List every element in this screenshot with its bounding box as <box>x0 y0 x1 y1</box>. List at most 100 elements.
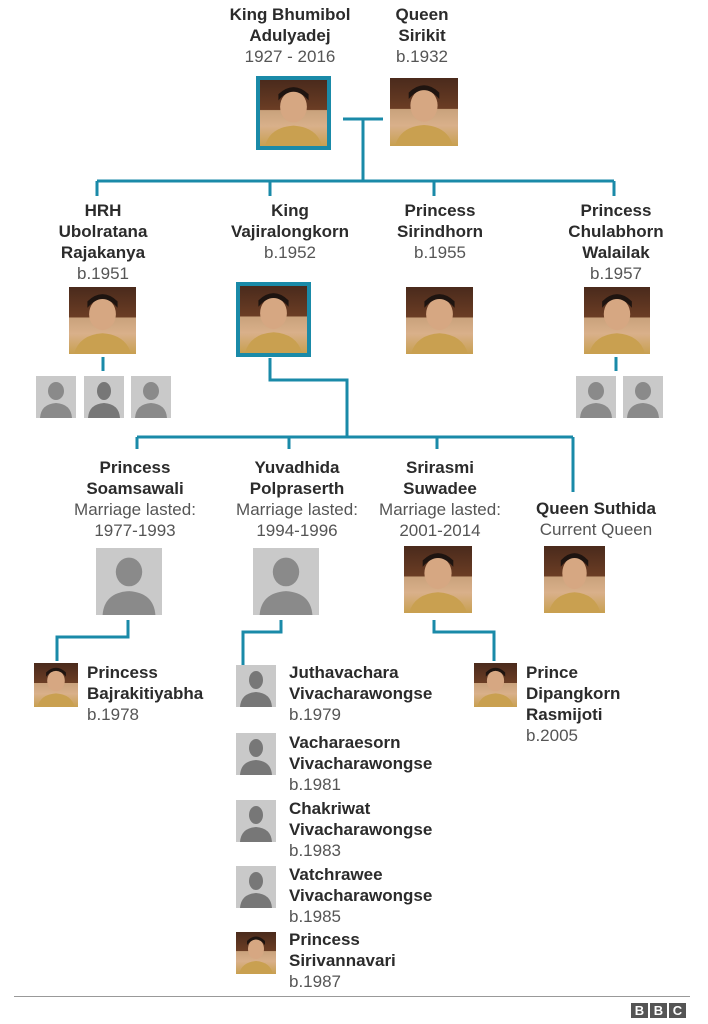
person-name: Vivacharawongse <box>289 886 433 905</box>
person-name: Vivacharawongse <box>289 684 433 703</box>
person-name: Chakriwat <box>289 799 371 818</box>
person-name: Adulyadej <box>249 26 331 45</box>
person-detail: b.1932 <box>396 47 448 66</box>
bbc-logo-letter: B <box>650 1003 667 1018</box>
person-name: Queen <box>395 5 449 24</box>
person-detail: b.1985 <box>289 907 341 926</box>
person-name: Queen Suthida <box>536 499 656 518</box>
connector-line <box>432 620 496 661</box>
person-name: King <box>271 201 309 220</box>
footer-divider <box>14 996 690 997</box>
connector-line <box>55 620 130 661</box>
person-name: Prince <box>526 663 578 682</box>
person-name: Suwadee <box>403 479 477 498</box>
person-name: Rasmijoti <box>526 705 603 724</box>
person-name: Princess <box>580 201 652 220</box>
silhouette-icon <box>253 548 319 615</box>
person-name: Vatchrawee <box>289 865 383 884</box>
person-name: HRH <box>84 201 122 220</box>
person-detail: b.1952 <box>264 243 316 262</box>
bbc-logo-letter: B <box>631 1003 648 1018</box>
person-name: Bajrakitiyabha <box>87 684 204 703</box>
silhouette-icon <box>96 548 162 615</box>
silhouette-icon <box>623 376 663 418</box>
portrait-photo-dipangkorn <box>474 663 517 707</box>
person-detail: Marriage lasted: <box>236 500 358 519</box>
portrait-photo-sirikit <box>390 78 458 146</box>
person-name: Yuvadhida <box>254 458 340 477</box>
portrait-photo-ubolratana <box>69 287 136 354</box>
person-name: Princess <box>289 930 360 949</box>
person-name: Rajakanya <box>60 243 146 262</box>
portrait-photo-bajrakitiyabha <box>34 663 78 707</box>
silhouette-icon <box>236 733 276 775</box>
person-name: Princess <box>87 663 158 682</box>
person-detail: 1977-1993 <box>94 521 176 540</box>
portrait-photo-chulabhorn <box>584 287 650 354</box>
person-detail: b.1979 <box>289 705 341 724</box>
person-name: Sirikit <box>398 26 446 45</box>
person-name: Dipangkorn <box>526 684 621 703</box>
person-name: King Bhumibol <box>229 5 351 24</box>
portrait-photo-sirivannavari <box>236 932 276 974</box>
person-name: Srirasmi <box>405 458 475 477</box>
portrait-photo-suthida <box>544 546 605 613</box>
silhouette-icon <box>236 665 276 707</box>
person-name: Chulabhorn <box>568 222 664 241</box>
person-name: Sirindhorn <box>397 222 483 241</box>
person-name: Vivacharawongse <box>289 754 433 773</box>
person-name: Princess <box>404 201 476 220</box>
person-name: Princess <box>99 458 171 477</box>
person-detail: b.1957 <box>589 264 642 283</box>
person-detail: 2001-2014 <box>399 521 481 540</box>
person-detail: b.1987 <box>289 972 341 991</box>
person-detail: b.1951 <box>76 264 129 283</box>
person-name: Sirivannavari <box>289 951 396 970</box>
person-name: Vivacharawongse <box>289 820 433 839</box>
person-detail: b.1981 <box>289 775 341 794</box>
silhouette-icon <box>36 376 76 418</box>
person-detail: Current Queen <box>539 520 653 539</box>
person-name: Ubolratana <box>58 222 148 241</box>
person-name: Juthavachara <box>289 663 399 682</box>
bbc-logo-letter: C <box>669 1003 686 1018</box>
person-detail: Marriage lasted: <box>74 500 196 519</box>
portrait-photo-bhumibol <box>256 76 331 150</box>
silhouette-icon <box>576 376 616 418</box>
person-detail: b.2005 <box>526 726 578 745</box>
person-name: Polpraserth <box>249 479 345 498</box>
person-name: Vacharaesorn <box>289 733 401 752</box>
portrait-photo-sirindhorn <box>406 287 473 354</box>
person-detail: 1994-1996 <box>256 521 338 540</box>
person-name: Walailak <box>582 243 650 262</box>
person-name: Soamsawali <box>86 479 184 498</box>
portrait-photo-srirasmi <box>404 546 472 613</box>
person-name: Vajiralongkorn <box>230 222 350 241</box>
connector-line <box>241 620 283 665</box>
silhouette-icon <box>236 800 276 842</box>
person-detail: Marriage lasted: <box>379 500 501 519</box>
person-detail: b.1978 <box>87 705 139 724</box>
person-detail: b.1955 <box>413 243 466 262</box>
person-detail: b.1983 <box>289 841 341 860</box>
silhouette-icon <box>84 376 124 418</box>
portrait-photo-vajiralongkorn <box>236 282 311 357</box>
person-detail: 1927 - 2016 <box>244 47 336 66</box>
